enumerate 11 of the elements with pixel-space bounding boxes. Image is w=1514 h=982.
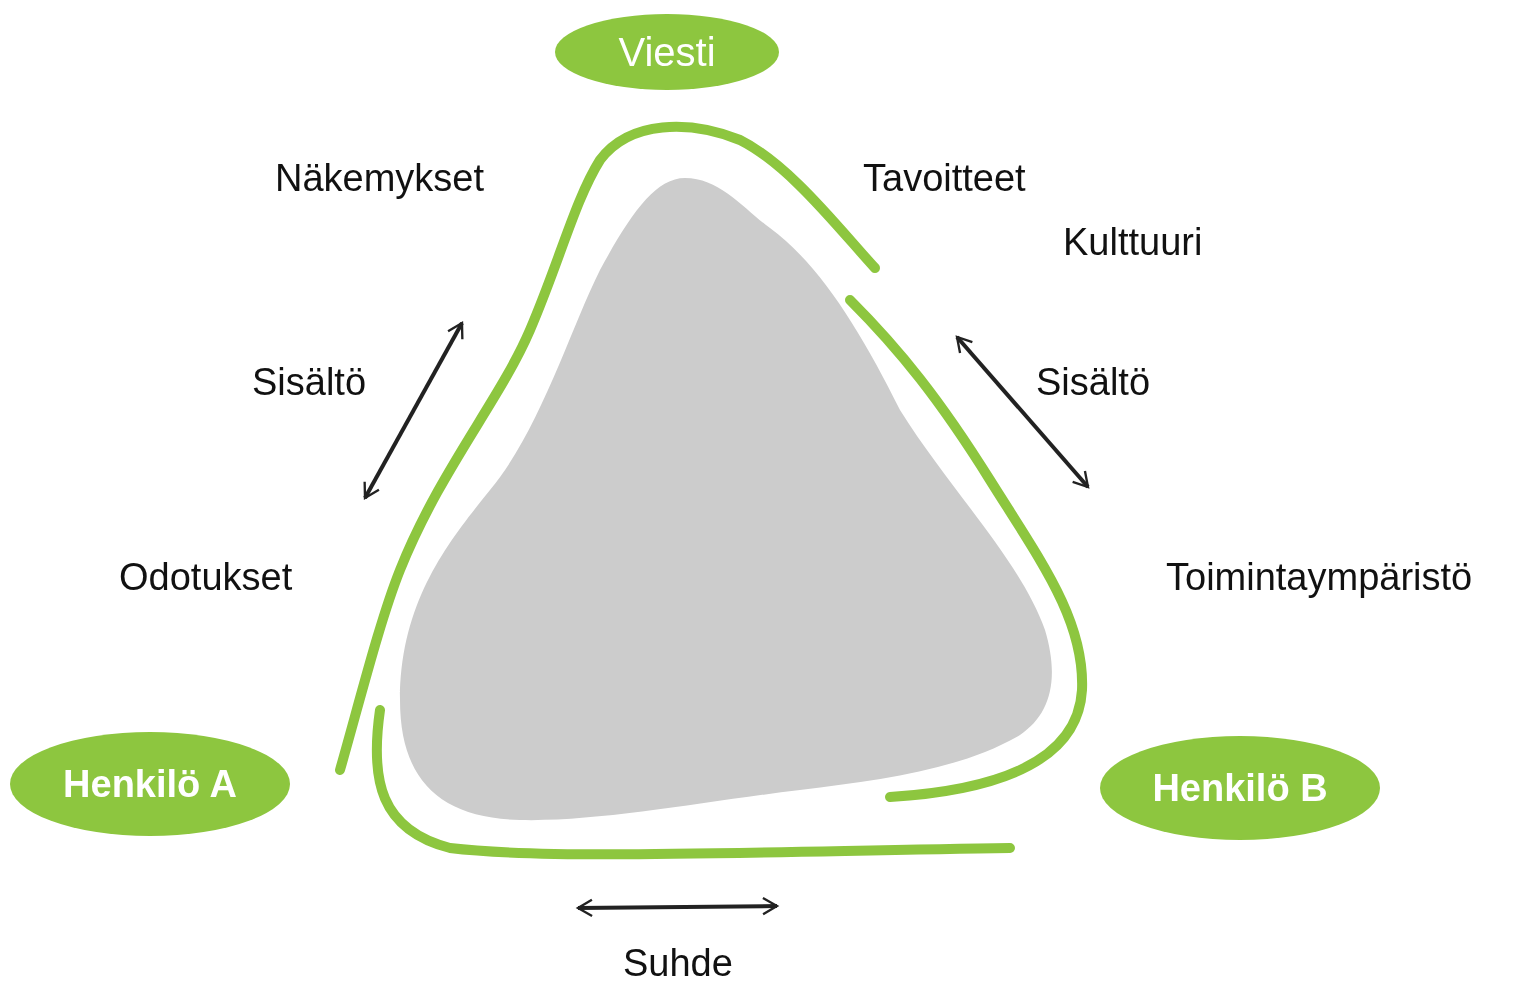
label: Toimintaympäristö: [1166, 557, 1473, 599]
label: Kulttuuri: [1063, 222, 1203, 264]
ellipse-node: Henkilö A: [10, 732, 290, 836]
label: Suhde: [623, 943, 733, 982]
label: Odotukset: [119, 557, 293, 599]
ellipse-node: Viesti: [555, 14, 779, 90]
label: Tavoitteet: [863, 158, 1026, 200]
label: Sisältö: [252, 362, 367, 404]
ellipse-node: Henkilö B: [1100, 736, 1380, 840]
label: Näkemykset: [275, 158, 485, 200]
label: Sisältö: [1036, 362, 1151, 404]
